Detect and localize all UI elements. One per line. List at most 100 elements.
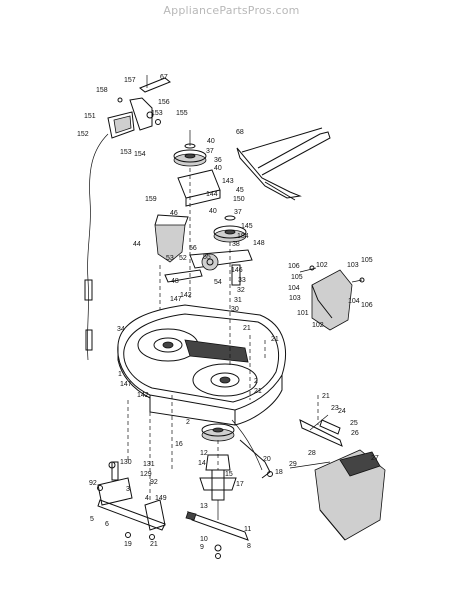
callout-21: 21	[150, 541, 158, 548]
callout-44: 44	[133, 241, 141, 248]
callout-32: 32	[237, 287, 245, 294]
idler-pulley-upper	[173, 130, 207, 167]
callout-6: 6	[105, 521, 109, 528]
rear-link-rod	[231, 419, 273, 479]
callout-17: 17	[236, 481, 244, 488]
spindle-assembly	[199, 423, 237, 520]
callout-27: 27	[371, 455, 379, 462]
callout-40: 40	[214, 165, 222, 172]
callout-37: 37	[234, 209, 242, 216]
lift-cable-assembly	[84, 75, 171, 361]
callout-146: 146	[231, 267, 243, 274]
callout-38: 38	[232, 241, 240, 248]
callout-9: 9	[200, 544, 204, 551]
callout-150: 150	[233, 196, 245, 203]
callout-55: 55	[203, 254, 211, 261]
callout-40: 40	[207, 138, 215, 145]
callout-153: 153	[151, 110, 163, 117]
deflector-assembly	[289, 414, 386, 541]
callout-102: 102	[316, 262, 328, 269]
callout-102: 102	[312, 322, 324, 329]
callout-148: 148	[253, 240, 265, 247]
callout-154: 154	[134, 151, 146, 158]
callout-16: 16	[175, 441, 183, 448]
callout-21: 21	[322, 393, 330, 400]
callout-129: 129	[140, 471, 152, 478]
callout-156: 156	[158, 99, 170, 106]
callout-104: 104	[288, 285, 300, 292]
callout-106: 106	[361, 302, 373, 309]
callout-18: 18	[275, 469, 283, 476]
callout-21: 21	[271, 336, 279, 343]
mower-blade	[185, 511, 249, 559]
callout-15: 15	[225, 471, 233, 478]
idler-bracket	[177, 169, 221, 207]
callout-37: 37	[206, 148, 214, 155]
callout-33: 33	[238, 277, 246, 284]
callout-30: 30	[231, 306, 239, 313]
callout-151: 151	[84, 113, 96, 120]
callout-131: 131	[143, 461, 155, 468]
callout-56: 56	[189, 245, 197, 252]
callout-159: 159	[145, 196, 157, 203]
callout-53: 53	[166, 255, 174, 262]
callout-144: 144	[206, 191, 218, 198]
callout-103: 103	[347, 262, 359, 269]
idler-pulley-lower	[213, 215, 247, 243]
callout-26: 26	[351, 430, 359, 437]
callout-46: 46	[170, 210, 178, 217]
callout-54: 54	[214, 279, 222, 286]
callout-24: 24	[338, 408, 346, 415]
callout-2: 2	[186, 419, 190, 426]
callout-23: 23	[331, 405, 339, 412]
callout-105: 105	[361, 257, 373, 264]
callout-142: 142	[180, 292, 192, 299]
callout-8: 8	[247, 543, 251, 550]
callout-149: 149	[155, 495, 167, 502]
callout-34: 34	[117, 326, 125, 333]
callout-157: 157	[124, 77, 136, 84]
callout-20: 20	[263, 456, 271, 463]
belt-guard	[154, 214, 189, 263]
callout-68: 68	[236, 129, 244, 136]
callout-12: 12	[200, 450, 208, 457]
callout-48: 48	[171, 278, 179, 285]
callout-1: 1	[118, 371, 122, 378]
callout-14: 14	[198, 460, 206, 467]
callout-5: 5	[90, 516, 94, 523]
callout-11: 11	[244, 526, 251, 533]
callout-2: 2	[254, 378, 258, 385]
deck-hanger-links	[97, 461, 166, 540]
callout-92: 92	[150, 479, 158, 486]
callout-19: 19	[124, 541, 132, 548]
callout-152: 152	[77, 131, 89, 138]
discharge-chute	[299, 265, 365, 331]
callout-184: 184	[237, 233, 249, 240]
callout-147: 147	[120, 381, 132, 388]
watermark-text: AppliancePartsPros.com	[163, 4, 300, 17]
callout-40: 40	[209, 208, 217, 215]
v-belt	[236, 127, 331, 201]
callout-31: 31	[234, 297, 242, 304]
callout-21: 21	[243, 325, 251, 332]
callout-101: 101	[297, 310, 309, 317]
callout-155: 155	[176, 110, 188, 117]
callout-145: 145	[241, 223, 253, 230]
callout-28: 28	[308, 450, 316, 457]
callout-29: 29	[289, 461, 297, 468]
mower-deck-housing	[117, 304, 286, 426]
callout-106: 106	[288, 263, 300, 270]
callout-143: 143	[222, 178, 234, 185]
callout-130: 130	[120, 459, 132, 466]
callout-45: 45	[236, 187, 244, 194]
callout-105: 105	[291, 274, 303, 281]
callout-21: 21	[254, 388, 262, 395]
callout-25: 25	[350, 420, 358, 427]
callout-142: 142	[137, 392, 149, 399]
callout-104: 104	[348, 298, 360, 305]
idler-arm	[164, 249, 253, 286]
callout-3: 3	[126, 486, 130, 493]
assembly-guide-lines	[127, 168, 319, 500]
callout-52: 52	[179, 255, 187, 262]
